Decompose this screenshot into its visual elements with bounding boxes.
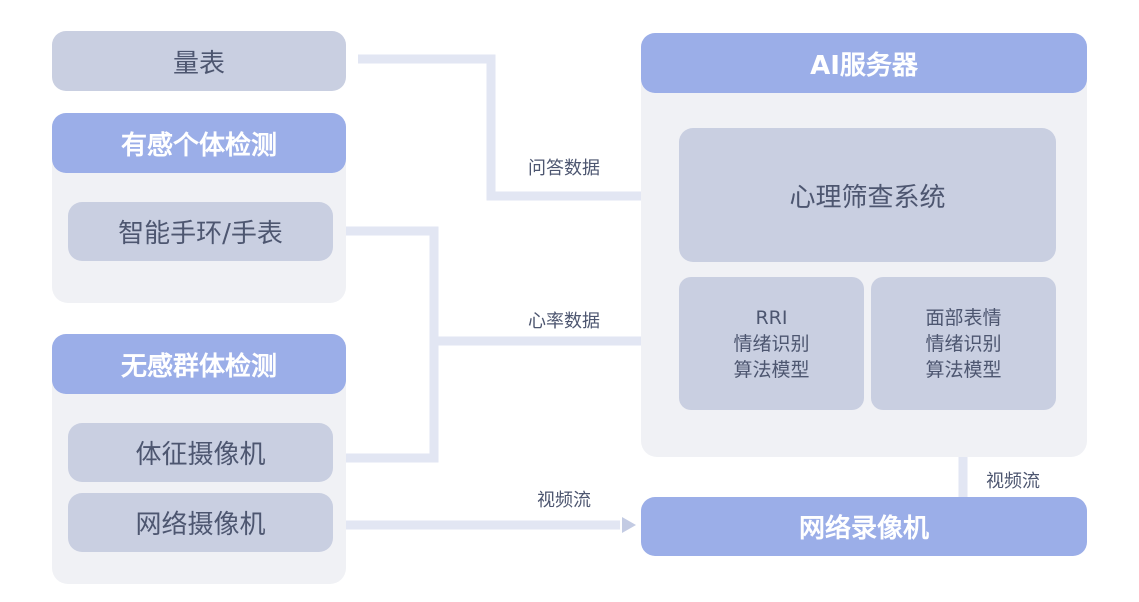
- nonsensing-group-header: 无感群体检测: [52, 334, 346, 394]
- heart-rate-connector-top: [340, 226, 439, 341]
- network-video-recorder-box: 网络录像机: [641, 497, 1087, 556]
- face-model-line-2: 情绪识别: [925, 332, 1002, 355]
- vital-sign-camera-box: 体征摄像机: [68, 423, 333, 482]
- sensing-individual-header: 有感个体检测: [52, 113, 346, 173]
- rri-model-line-1: RRI: [755, 306, 788, 329]
- scale-box: 量表: [52, 31, 346, 91]
- face-model-line-3: 算法模型: [925, 358, 1002, 381]
- heart-rate-data-label: 心率数据: [528, 311, 600, 332]
- video-stream-label-left: 视频流: [537, 490, 591, 511]
- screening-system-box: 心理筛查系统: [679, 128, 1056, 262]
- face-model-line-1: 面部表情: [925, 306, 1002, 329]
- rri-emotion-model-box: RRI 情绪识别 算法模型: [679, 277, 864, 410]
- network-camera-box: 网络摄像机: [68, 493, 333, 552]
- rri-model-line-3: 算法模型: [733, 358, 810, 381]
- video-stream-label-right: 视频流: [986, 471, 1040, 492]
- rri-model-line-2: 情绪识别: [733, 332, 810, 355]
- qa-data-label: 问答数据: [528, 158, 600, 179]
- smart-band-box: 智能手环/手表: [68, 202, 333, 261]
- heart-rate-connector-bottom: [340, 341, 439, 463]
- face-emotion-model-box: 面部表情 情绪识别 算法模型: [871, 277, 1056, 410]
- ai-server-header: AI服务器: [641, 33, 1087, 93]
- qa-data-connector: [358, 54, 660, 201]
- arrow-to-recorder: [622, 517, 636, 533]
